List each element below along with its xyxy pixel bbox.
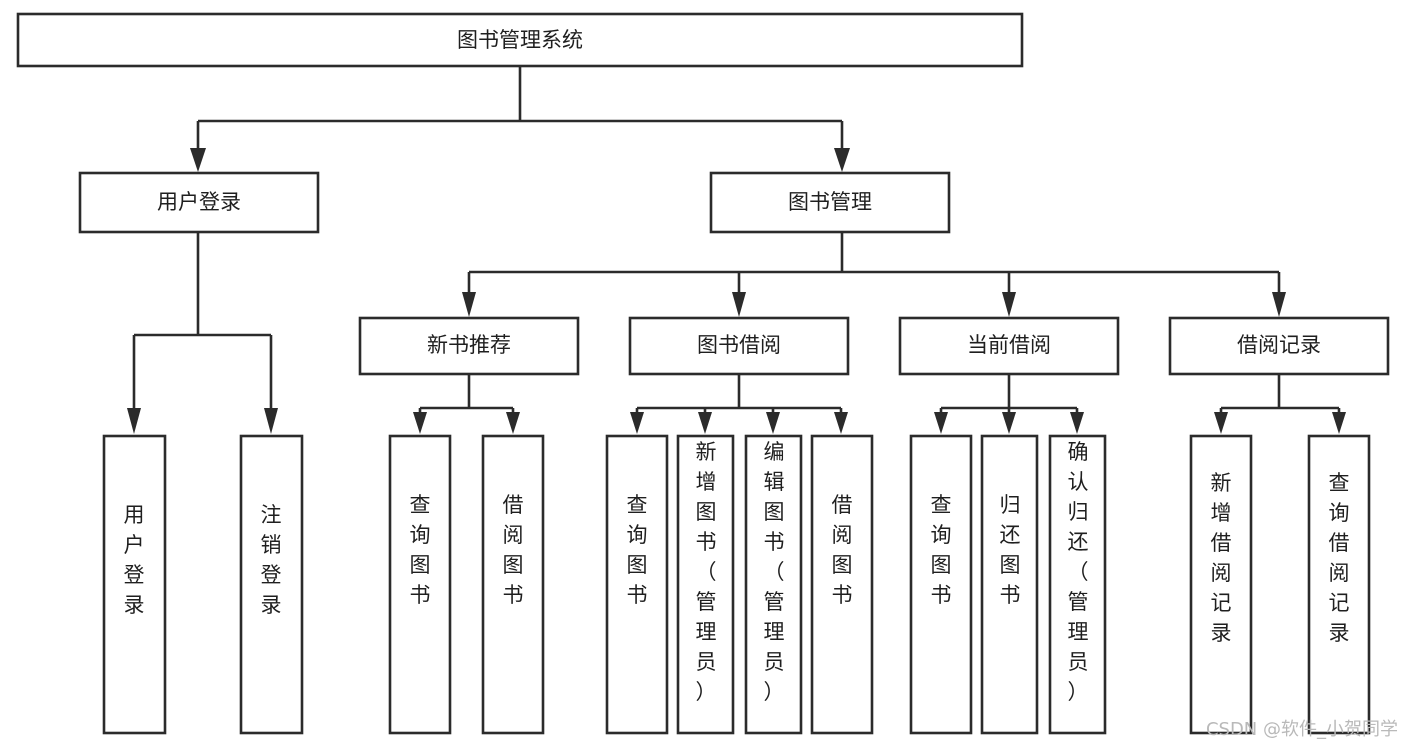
leaf-label: 用户登录 <box>124 503 145 617</box>
leaf-box[interactable] <box>980 434 1039 735</box>
node-book-management[interactable]: 图书管理 <box>709 171 951 234</box>
leaf-box[interactable] <box>102 434 167 735</box>
leaf-box[interactable] <box>481 434 545 735</box>
leaf-current-borrow-return[interactable]: 归还图书 <box>980 434 1039 735</box>
leaf-current-borrow-query[interactable]: 查询图书 <box>909 434 973 735</box>
connector-borrowrecord-to-leaves <box>1214 374 1346 434</box>
node-borrow-record-box[interactable] <box>1168 316 1390 376</box>
leaf-box[interactable] <box>676 434 735 735</box>
leaf-box[interactable] <box>605 434 669 735</box>
node-book-borrow-label: 图书借阅 <box>697 333 781 357</box>
node-current-borrow-label: 当前借阅 <box>967 333 1051 357</box>
leaf-book-borrow-edit[interactable]: 编辑图书（管理员） <box>744 434 803 735</box>
leaf-new-book-borrow[interactable]: 借阅图书 <box>481 434 545 735</box>
node-user-login-box[interactable] <box>78 171 320 234</box>
connector-userlogin-to-leaves <box>127 232 278 434</box>
node-book-management-box[interactable] <box>709 171 951 234</box>
arrow-head-icon <box>1272 292 1286 317</box>
leaf-box[interactable] <box>388 434 452 735</box>
node-current-borrow[interactable]: 当前借阅 <box>898 316 1120 376</box>
arrow-head-icon <box>732 292 746 317</box>
connector-currentborrow-to-leaves <box>934 374 1084 434</box>
node-user-login-label: 用户登录 <box>157 190 241 214</box>
connector-newbook-to-leaves <box>413 374 520 434</box>
node-book-borrow-box[interactable] <box>628 316 850 376</box>
node-book-borrow[interactable]: 图书借阅 <box>628 316 850 376</box>
arrow-head-icon <box>1002 292 1016 317</box>
arrow-head-icon <box>834 412 848 434</box>
leaf-current-borrow-confirm[interactable]: 确认归还（管理员） <box>1048 434 1107 735</box>
node-new-book-recommend-box[interactable] <box>358 316 580 376</box>
leaf-box[interactable] <box>1307 434 1371 735</box>
node-root-box[interactable] <box>16 12 1024 68</box>
leaf-book-borrow-borrow[interactable]: 借阅图书 <box>810 434 874 735</box>
watermark: CSDN @软件_小贺同学 <box>1206 719 1398 740</box>
leaf-label: 查询图书 <box>931 493 952 607</box>
arrow-head-icon <box>1332 412 1346 434</box>
leaf-label: 查询图书 <box>627 493 648 607</box>
node-current-borrow-box[interactable] <box>898 316 1120 376</box>
leaf-label: 归还图书 <box>1000 493 1021 607</box>
leaf-box[interactable] <box>1048 434 1107 735</box>
node-new-book-recommend[interactable]: 新书推荐 <box>358 316 580 376</box>
leaf-box[interactable] <box>909 434 973 735</box>
leaf-label: 新增图书（管理员） <box>696 440 717 704</box>
connector-root-to-level1 <box>190 66 850 172</box>
leaf-label: 查询图书 <box>410 493 431 607</box>
leaf-label: 新增借阅记录 <box>1211 471 1232 645</box>
arrow-head-icon <box>462 292 476 317</box>
leaf-user-login-logout[interactable]: 注销登录 <box>239 434 304 735</box>
leaf-box[interactable] <box>1189 434 1253 735</box>
arrow-head-icon <box>766 412 780 434</box>
node-book-management-label: 图书管理 <box>788 190 872 214</box>
node-borrow-record-label: 借阅记录 <box>1237 333 1321 357</box>
arrow-head-icon <box>127 408 141 434</box>
leaf-label: 借阅图书 <box>503 493 524 607</box>
leaf-label: 确认归还（管理员） <box>1068 440 1089 704</box>
arrow-head-icon <box>413 412 427 434</box>
leaf-user-login-login[interactable]: 用户登录 <box>102 434 167 735</box>
leaf-label: 注销登录 <box>261 503 282 617</box>
arrow-head-icon <box>1214 412 1228 434</box>
node-root[interactable]: 图书管理系统 <box>16 12 1024 68</box>
arrow-head-icon <box>834 148 850 172</box>
arrow-head-icon <box>506 412 520 434</box>
leaf-new-book-query[interactable]: 查询图书 <box>388 434 452 735</box>
leaf-borrow-record-add[interactable]: 新增借阅记录 <box>1189 434 1253 735</box>
leaf-book-borrow-query[interactable]: 查询图书 <box>605 434 669 735</box>
node-borrow-record[interactable]: 借阅记录 <box>1168 316 1390 376</box>
connector-bookmanage-to-level2 <box>462 232 1286 317</box>
connector-bookborrow-to-leaves <box>630 374 848 434</box>
arrow-head-icon <box>934 412 948 434</box>
leaf-box[interactable] <box>239 434 304 735</box>
leaf-label: 借阅图书 <box>832 493 853 607</box>
arrow-head-icon <box>190 148 206 172</box>
leaf-label: 查询借阅记录 <box>1329 471 1350 645</box>
leaf-box[interactable] <box>810 434 874 735</box>
arrow-head-icon <box>264 408 278 434</box>
arrow-head-icon <box>1002 412 1016 434</box>
leaf-book-borrow-add[interactable]: 新增图书（管理员） <box>676 434 735 735</box>
node-root-label: 图书管理系统 <box>457 28 583 52</box>
arrow-head-icon <box>630 412 644 434</box>
arrow-head-icon <box>698 412 712 434</box>
leaf-borrow-record-query[interactable]: 查询借阅记录 <box>1307 434 1371 735</box>
node-user-login[interactable]: 用户登录 <box>78 171 320 234</box>
node-new-book-recommend-label: 新书推荐 <box>427 333 511 357</box>
leaf-box[interactable] <box>744 434 803 735</box>
arrow-head-icon <box>1070 412 1084 434</box>
leaf-label: 编辑图书（管理员） <box>764 440 785 704</box>
